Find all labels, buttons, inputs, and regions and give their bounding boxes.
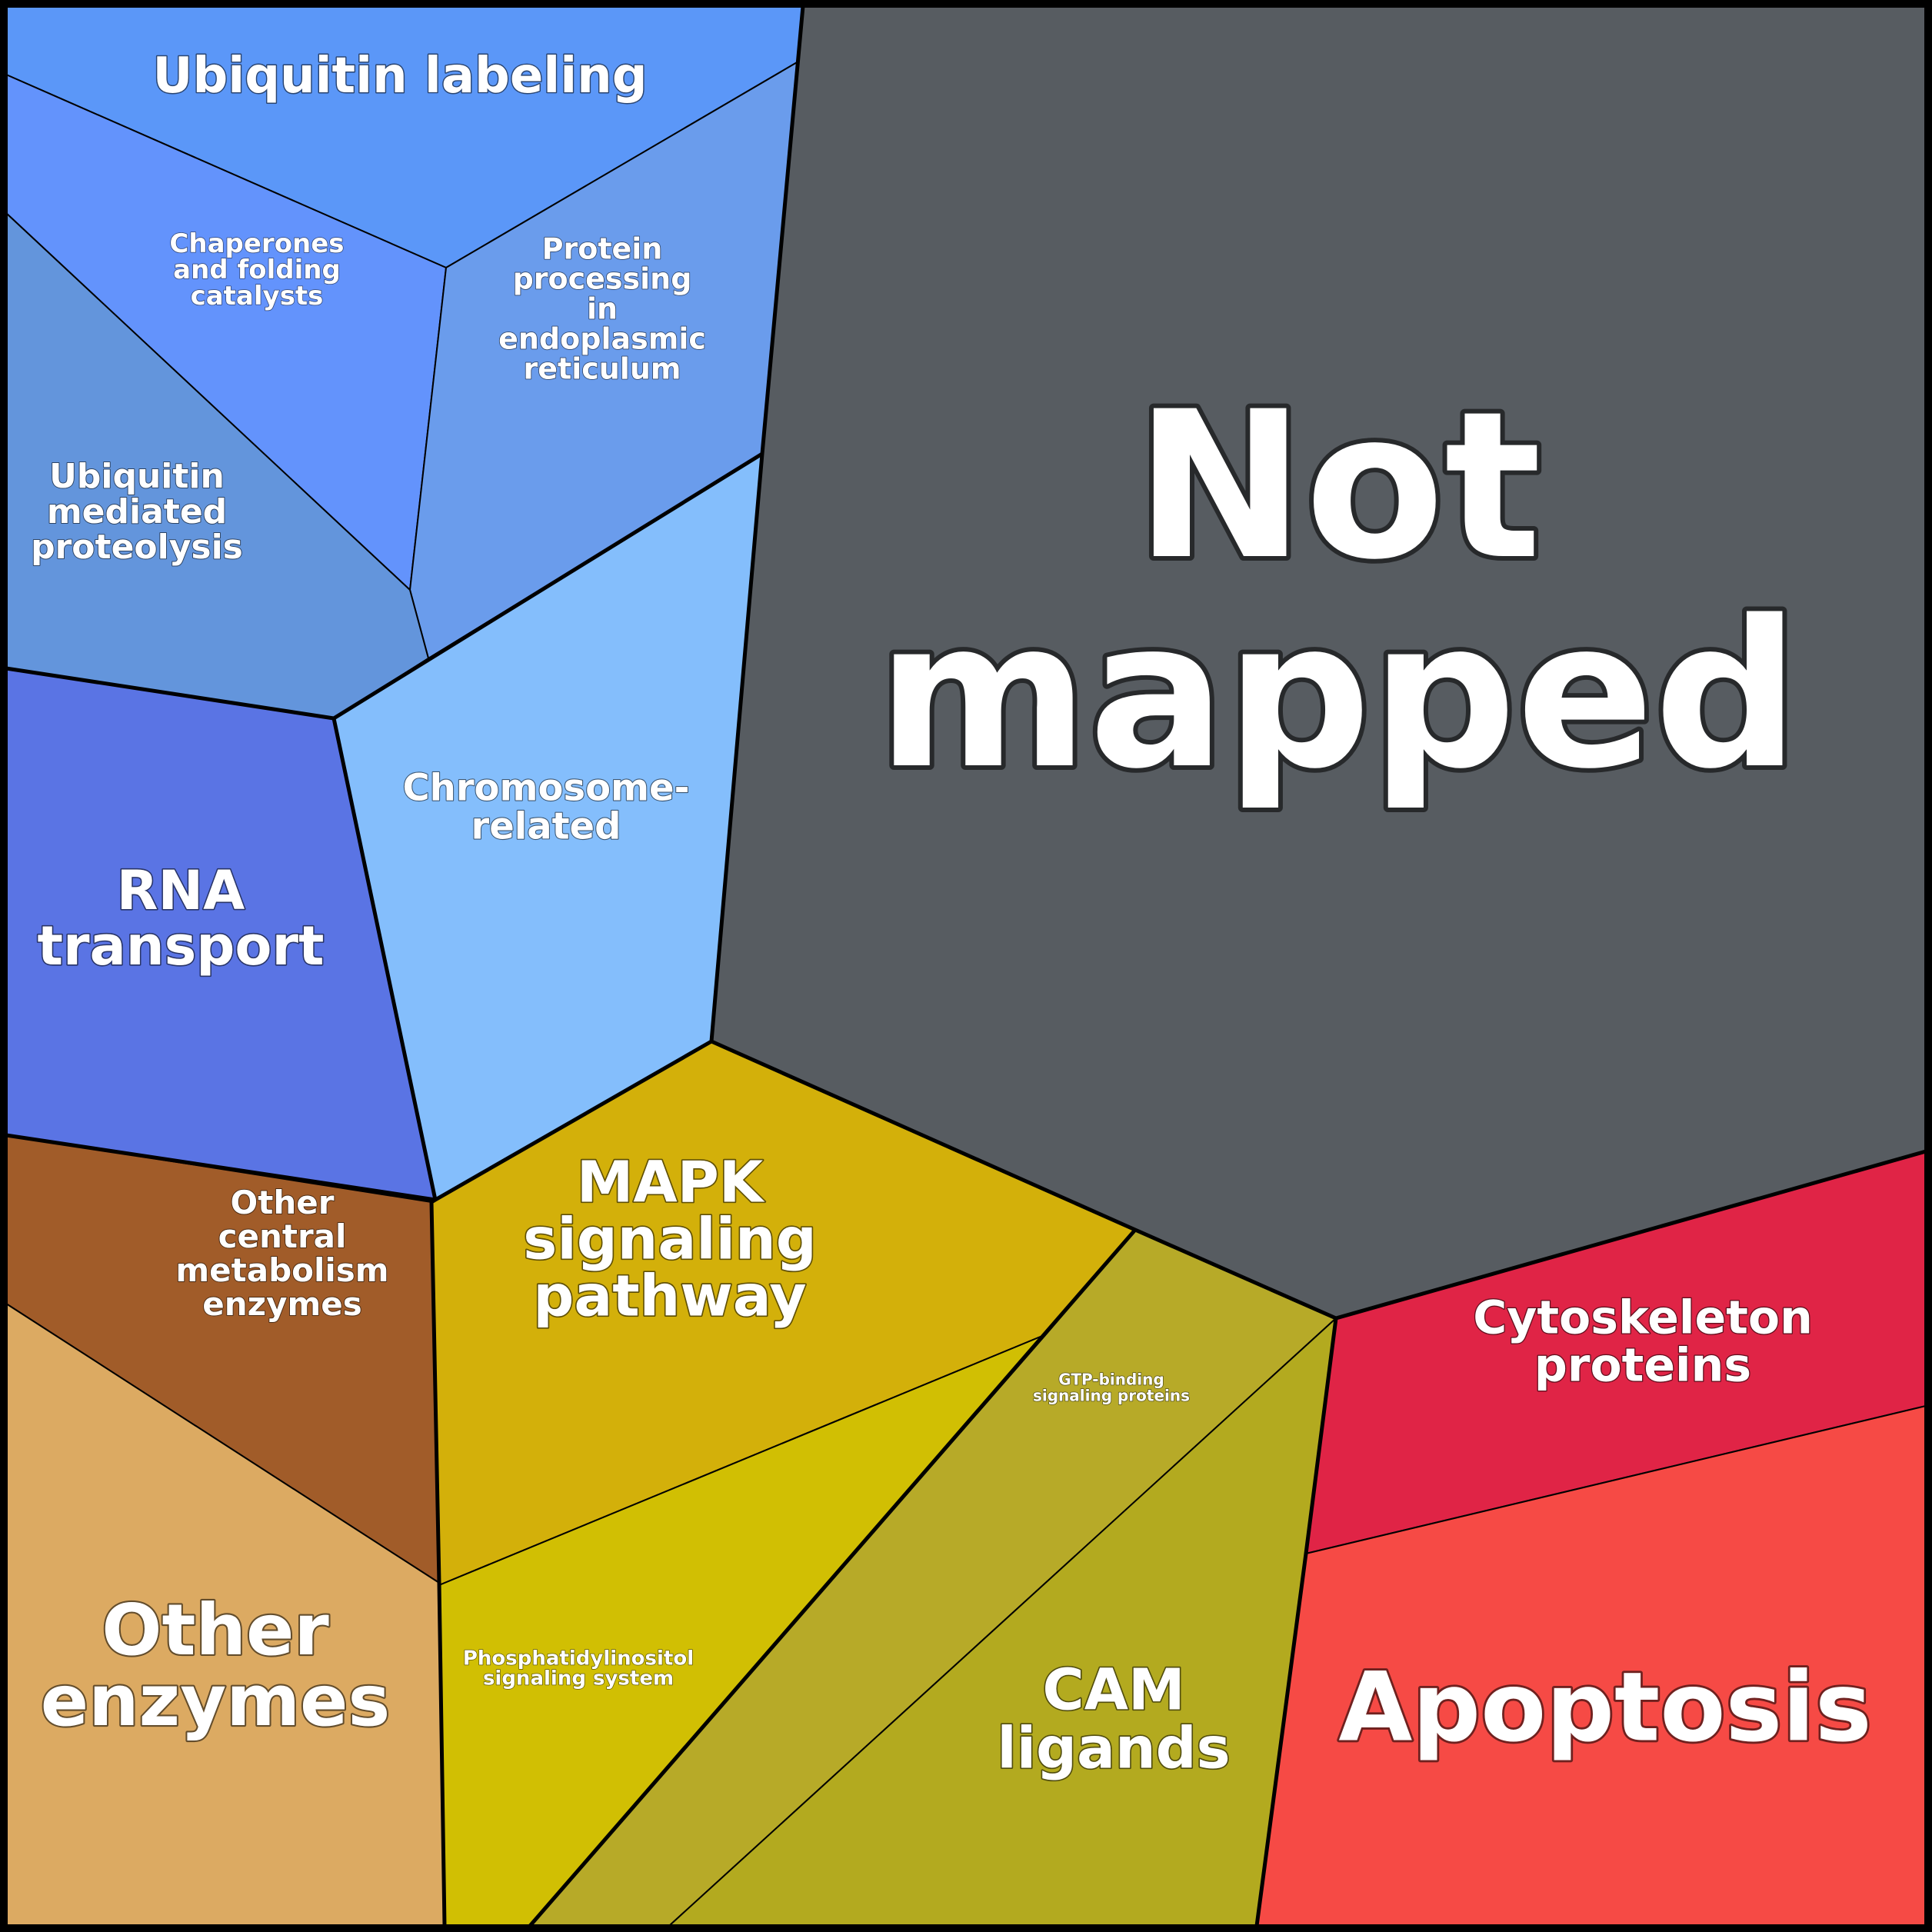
label-line: reticulum	[524, 352, 681, 386]
label-line: endoplasmic	[498, 322, 706, 356]
label-line: and folding	[173, 255, 341, 285]
label-line: Not	[1135, 368, 1542, 605]
label-line: proteins	[1534, 1339, 1751, 1393]
label-line: Ubiquitin	[49, 457, 225, 496]
label-line: Phosphatidylinositol	[463, 1647, 694, 1670]
label-line: signaling system	[483, 1667, 674, 1690]
label-line: mapped	[877, 578, 1799, 814]
group-border	[528, 1228, 1137, 1927]
label-line: RNA	[117, 859, 245, 922]
label-line: Chromosome-	[402, 766, 689, 809]
label-line: proteolysis	[31, 528, 243, 567]
group-border	[1254, 1317, 1338, 1927]
label-line: GTP-binding	[1058, 1371, 1164, 1389]
label-line: enzymes	[41, 1660, 390, 1742]
label-line: enzymes	[202, 1285, 361, 1323]
label-line: Cytoskeleton	[1473, 1291, 1813, 1345]
label-ubiquitin-labeling: Ubiquitin labeling	[153, 48, 648, 105]
label-line: mediated	[47, 492, 227, 531]
label-line: signaling	[523, 1207, 816, 1273]
label-line: Apoptosis	[1338, 1653, 1871, 1764]
label-line: Other	[102, 1589, 329, 1671]
group-border	[709, 5, 1927, 1321]
label-line: in	[587, 292, 618, 326]
label-line: signaling proteins	[1033, 1387, 1190, 1405]
label-line: Protein	[542, 232, 663, 266]
label-line: MAPK	[577, 1150, 765, 1216]
treemap-cells	[5, 5, 1927, 1927]
label-line: Other	[231, 1184, 335, 1221]
label-line: Ubiquitin labeling	[153, 48, 648, 105]
group-border	[332, 451, 764, 721]
label-line: Chaperones	[169, 228, 344, 259]
group-borders	[5, 5, 1927, 1927]
label-line: related	[471, 804, 621, 848]
label-line: CAM	[1042, 1657, 1184, 1724]
label-line: processing	[513, 262, 692, 296]
label-line: ligands	[997, 1716, 1230, 1782]
label-line: transport	[38, 914, 325, 978]
label-line: central	[218, 1217, 347, 1255]
group-border	[429, 1039, 713, 1927]
label-line: pathway	[533, 1264, 806, 1330]
label-chromosome-related: Chromosome-related	[402, 766, 689, 848]
label-apoptosis: Apoptosis	[1338, 1653, 1871, 1764]
label-line: catalysts	[191, 281, 324, 311]
group-border	[5, 1133, 436, 1202]
label-line: metabolism	[175, 1251, 388, 1289]
